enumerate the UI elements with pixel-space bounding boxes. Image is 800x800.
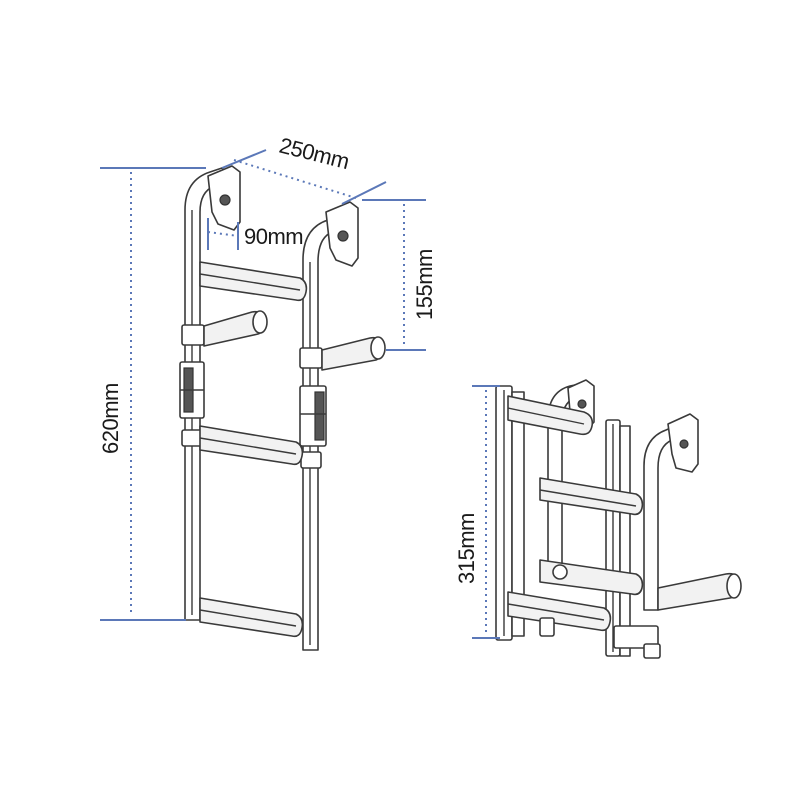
standoff-arm-right [321,336,386,371]
dimension-620mm: 620mm [98,167,206,621]
folded-step-top [507,395,594,436]
width-label: 250mm [277,133,352,174]
step-spacing-label: 155mm [412,249,437,320]
folded-hinge-block [539,617,661,659]
left-rail [179,165,241,621]
step-top [199,261,308,302]
step-middle [199,425,304,466]
standoff-label: 90mm [244,224,303,249]
folded-front-frame [495,385,631,657]
dimension-315mm: 315mm [454,385,500,639]
step-bottom [199,597,304,638]
right-rail [299,201,359,651]
unfolded-ladder [179,165,386,651]
dimension-155mm: 155mm [362,199,437,351]
folded-rear-rail-right [643,413,699,611]
folded-step-lower [539,559,644,596]
folded-standoff-arm [657,572,742,611]
folded-step-middle [539,477,644,516]
folded-ladder [495,379,742,659]
height-label: 620mm [98,383,123,454]
folded-step-bottom [507,591,612,632]
standoff-arm-left [203,310,268,347]
dimension-90mm: 90mm [207,218,304,250]
dimension-250mm: 250mm [221,133,387,205]
folded-height-label: 315mm [454,513,479,584]
